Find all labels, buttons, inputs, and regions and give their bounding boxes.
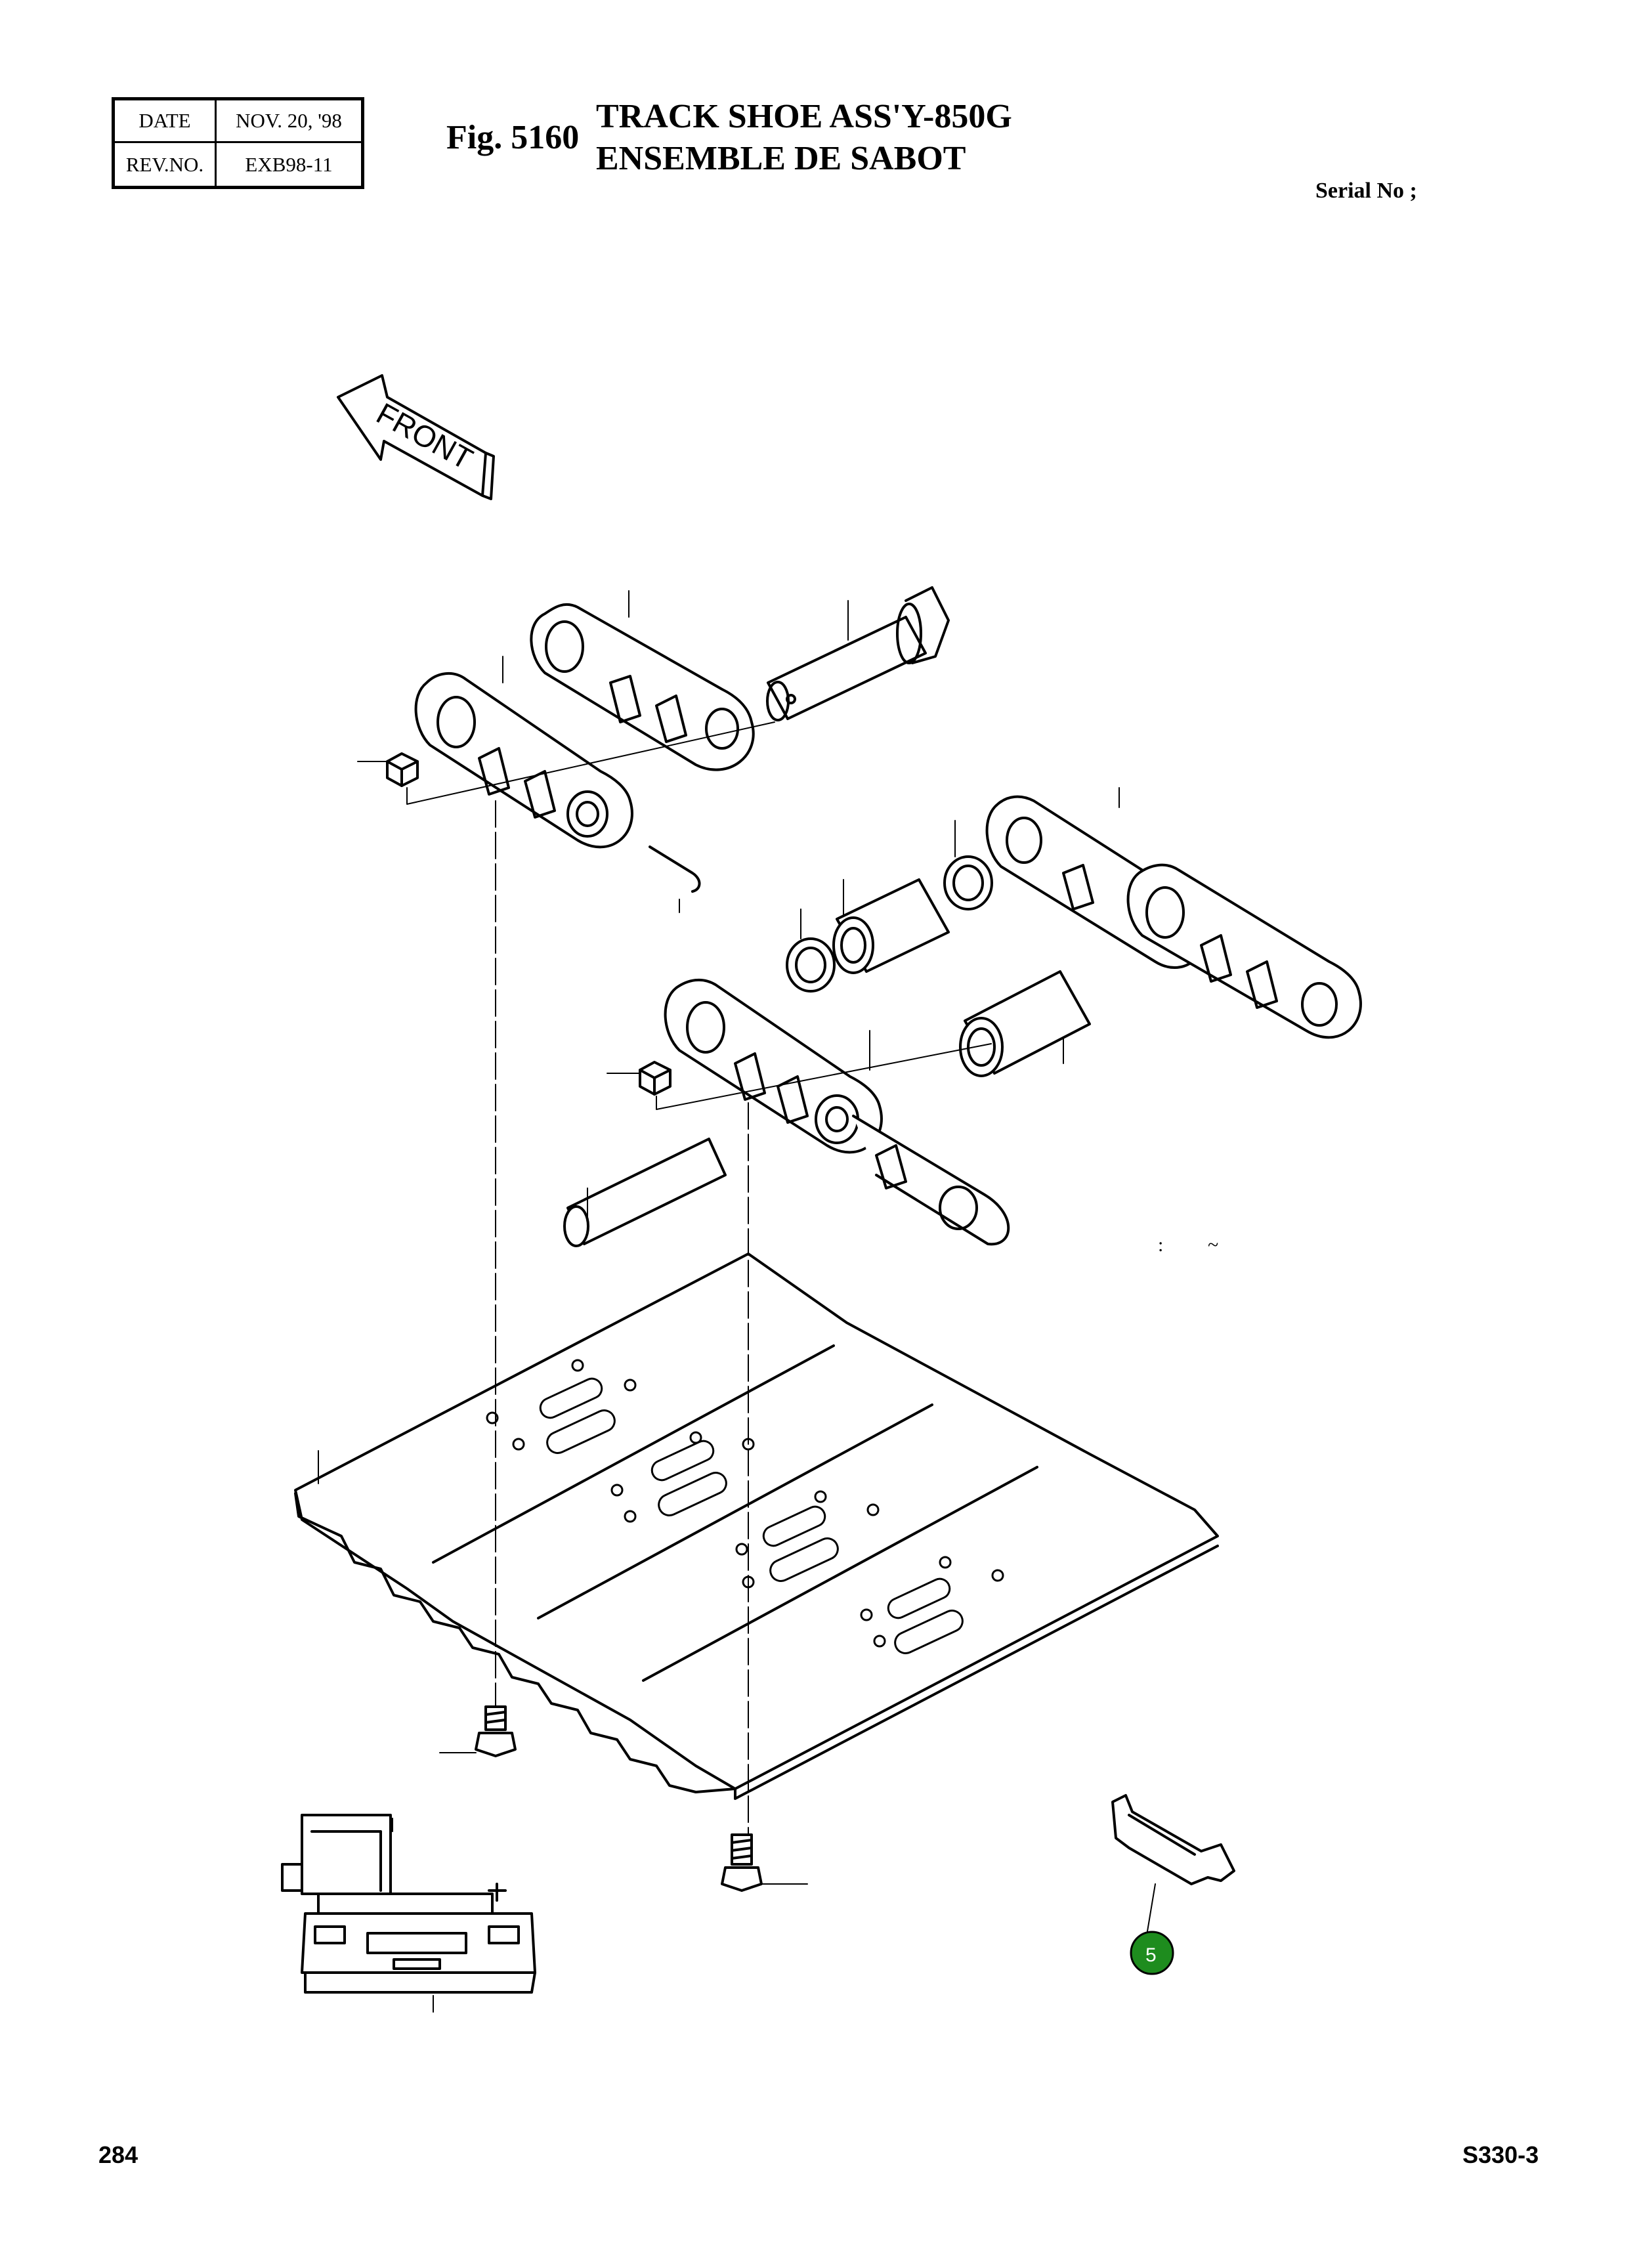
callout-5: 5 (1130, 1931, 1174, 1975)
machine-side-view-icon (281, 1814, 536, 1994)
misc-tilde: ~ (1208, 1234, 1219, 1256)
nut-lower (639, 1061, 671, 1096)
seal-ring-right (943, 855, 993, 910)
figure-title-french: ENSEMBLE DE SABOT (596, 140, 966, 177)
track-link-upper-front (414, 672, 633, 849)
alignment-dashed-lines (495, 800, 749, 1835)
track-link-upper-back (530, 603, 755, 771)
nut-upper (386, 752, 419, 787)
track-link-lower-back (852, 1115, 1010, 1246)
track-shoe-plates (294, 1252, 1219, 1800)
date-value: NOV. 20, '98 (236, 109, 342, 132)
misc-colon: : (1158, 1234, 1164, 1256)
date-label: DATE (115, 100, 217, 141)
track-pin-upper (766, 586, 950, 721)
bushing-upper (832, 878, 950, 974)
page-number: 284 (98, 2141, 139, 2168)
spring-pin-upper (649, 845, 701, 893)
revision-row-rev: REV.NO. EXB98-11 (115, 143, 361, 186)
callout-5-label: 5 (1145, 1944, 1157, 1966)
serial-number-label: Serial No ; (1315, 179, 1417, 203)
seal-ring-left (786, 937, 836, 993)
leader-lines (318, 590, 1156, 2013)
model-code: S330-3 (1462, 2141, 1539, 2168)
rev-value: EXB98-11 (245, 152, 333, 176)
rev-label: REV.NO. (115, 143, 217, 186)
track-link-right-front (1126, 863, 1362, 1039)
bushing-lower (959, 970, 1091, 1077)
track-link-lower-front (664, 978, 883, 1154)
revision-row-date: DATE NOV. 20, '98 (115, 100, 361, 143)
front-arrow-icon: FRONT (337, 374, 495, 500)
figure-title-english: TRACK SHOE ASS'Y-850G (596, 98, 1012, 135)
shoe-bolt-left (475, 1705, 517, 1757)
revision-table: DATE NOV. 20, '98 REV.NO. EXB98-11 (112, 97, 364, 189)
shoe-bolt-right (721, 1833, 763, 1892)
master-pin (563, 1138, 727, 1247)
cover-bracket (1111, 1794, 1235, 1885)
figure-number: Fig. 5160 (446, 119, 580, 156)
callout-5-circle (1130, 1931, 1174, 1975)
